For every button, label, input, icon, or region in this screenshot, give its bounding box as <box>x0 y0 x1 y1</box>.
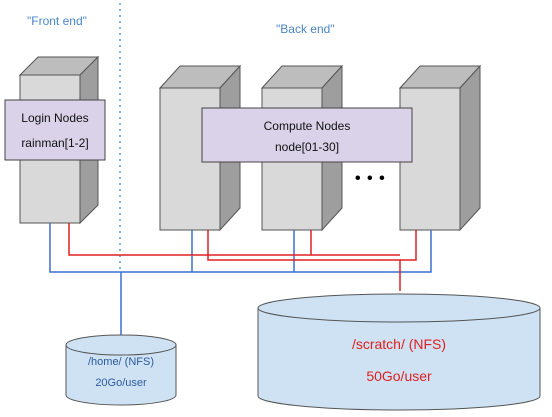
home-storage-quota: 20Go/user <box>95 377 147 389</box>
home-storage-path: /home/ (NFS) <box>87 356 154 368</box>
compute-nodes-title: Compute Nodes <box>263 119 351 133</box>
login-nodes-title: Login Nodes <box>21 111 89 125</box>
front-end-label: "Front end" <box>27 14 87 28</box>
home-storage-cylinder <box>65 334 177 406</box>
compute-nodes-hosts: node[01-30] <box>274 140 340 154</box>
home-network-links <box>49 223 432 345</box>
more-nodes-ellipsis: • • • <box>355 170 386 187</box>
scratch-storage-cylinder <box>257 293 541 411</box>
login-nodes-hosts: rainman[1-2] <box>21 136 89 150</box>
compute-nodes-box <box>201 107 413 163</box>
login-nodes-box <box>4 99 106 161</box>
back-end-label: "Back end" <box>276 22 335 36</box>
scratch-storage-path: /scratch/ (NFS) <box>351 336 447 352</box>
scratch-network-links <box>68 223 417 291</box>
scratch-storage-quota: 50Go/user <box>366 368 432 384</box>
